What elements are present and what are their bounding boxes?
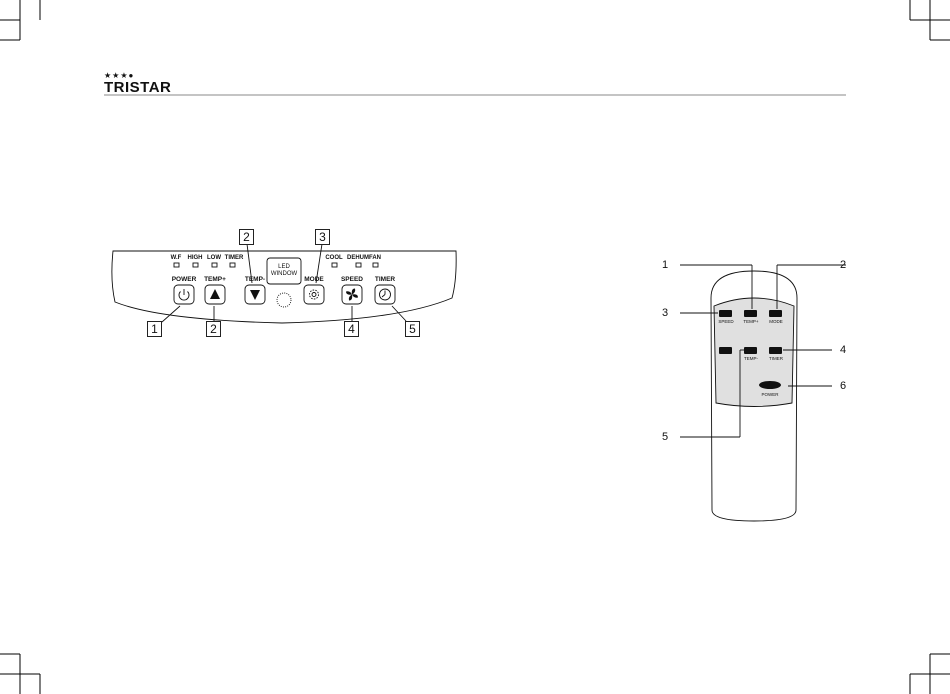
remote-power-label: POWER	[758, 392, 782, 397]
remote-temp-up-label: TEMP+	[740, 319, 762, 324]
remote-callout-1: 1	[662, 259, 668, 271]
remote-speed-label: SPEED	[716, 319, 736, 324]
remote-callout-5: 5	[662, 431, 668, 443]
remote-callout-6: 6	[840, 380, 846, 392]
remote-callout-2: 2	[840, 259, 846, 271]
remote-callout-4: 4	[840, 344, 846, 356]
remote-mode-label: MODE	[766, 319, 786, 324]
remote-callout-3: 3	[662, 307, 668, 319]
remote-temp-down-label: TEMP-	[740, 356, 762, 361]
remote-timer-label: TIMER	[766, 356, 786, 361]
